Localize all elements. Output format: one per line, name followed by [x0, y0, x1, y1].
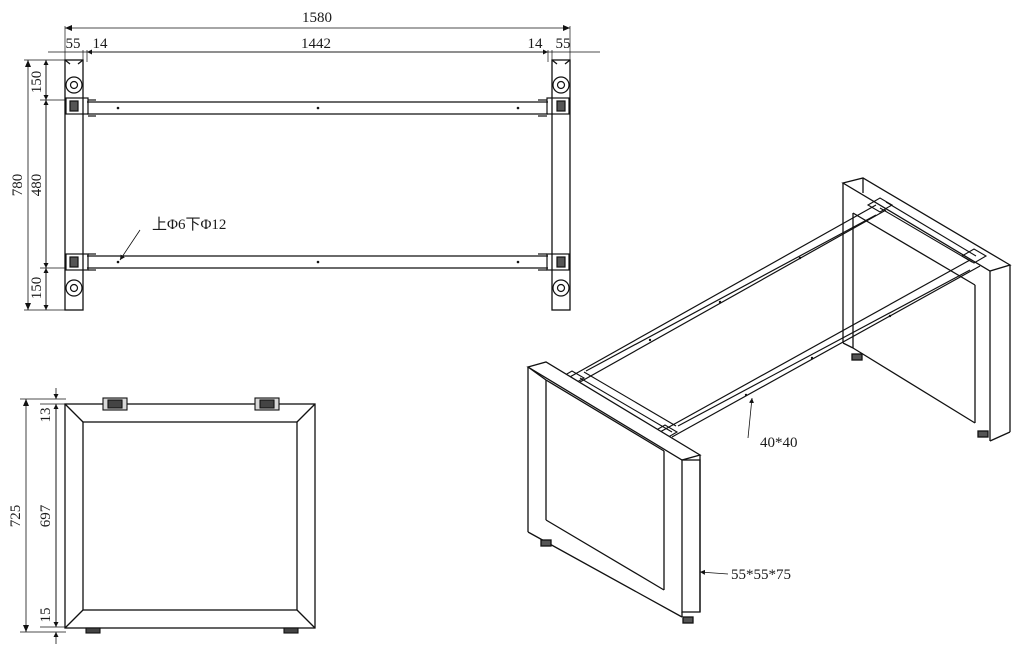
top-view-right-leg	[551, 59, 571, 311]
iso-view: 40*40 55*55*75	[526, 177, 1012, 624]
iso-front-beam	[659, 259, 981, 438]
dim-total-depth: 780	[10, 174, 26, 197]
leg-label-leader	[699, 569, 729, 575]
top-view-left-leg	[64, 59, 84, 311]
top-view-caster-top-left	[65, 76, 96, 117]
side-view: 725 13 697 15	[8, 388, 316, 644]
top-view-lower-beam	[87, 255, 548, 269]
iso-cross-beams	[579, 201, 977, 433]
top-view-holes	[116, 106, 520, 264]
beam-label: 40*40	[760, 435, 798, 451]
top-view-caster-bottom-left	[65, 253, 96, 297]
dim-span: 1442	[301, 36, 331, 52]
leg-label: 55*55*75	[731, 567, 791, 583]
iso-front-leg	[526, 361, 702, 624]
dim-bottom-segment: 150	[29, 277, 45, 300]
dim-bottom-segment: 15	[38, 608, 54, 623]
beam-label-leader	[747, 397, 754, 439]
dim-top-segment: 13	[38, 408, 54, 423]
top-view-caster-top-right	[538, 76, 570, 117]
dim-left-leg: 55	[66, 36, 81, 52]
top-view-upper-beam	[87, 101, 548, 115]
top-view: 1580 55 14 1442 14 55 780 150 480 150	[10, 10, 600, 311]
iso-back-leg	[841, 177, 1012, 442]
dim-total-width: 1580	[302, 10, 332, 26]
top-view-caster-bottom-right	[538, 253, 570, 297]
iso-brackets	[558, 197, 988, 440]
dim-middle-segment: 697	[38, 504, 54, 527]
dim-right-leg: 55	[556, 36, 571, 52]
side-view-dimension-lines	[23, 388, 59, 644]
side-view-feet	[85, 627, 299, 634]
dim-right-offset: 14	[528, 36, 544, 52]
hole-note-leader	[119, 229, 141, 261]
dim-top-segment: 150	[29, 71, 45, 94]
dim-total-height: 725	[8, 505, 24, 528]
dim-middle-segment: 480	[29, 174, 45, 197]
dim-left-offset: 14	[93, 36, 109, 52]
hole-note: 上Φ6下Φ12	[152, 216, 226, 233]
side-view-frame	[64, 403, 316, 629]
iso-holes	[648, 256, 892, 397]
iso-back-beam	[567, 204, 887, 383]
top-view-dimension-lines	[25, 25, 600, 310]
side-view-top-brackets	[102, 397, 280, 411]
